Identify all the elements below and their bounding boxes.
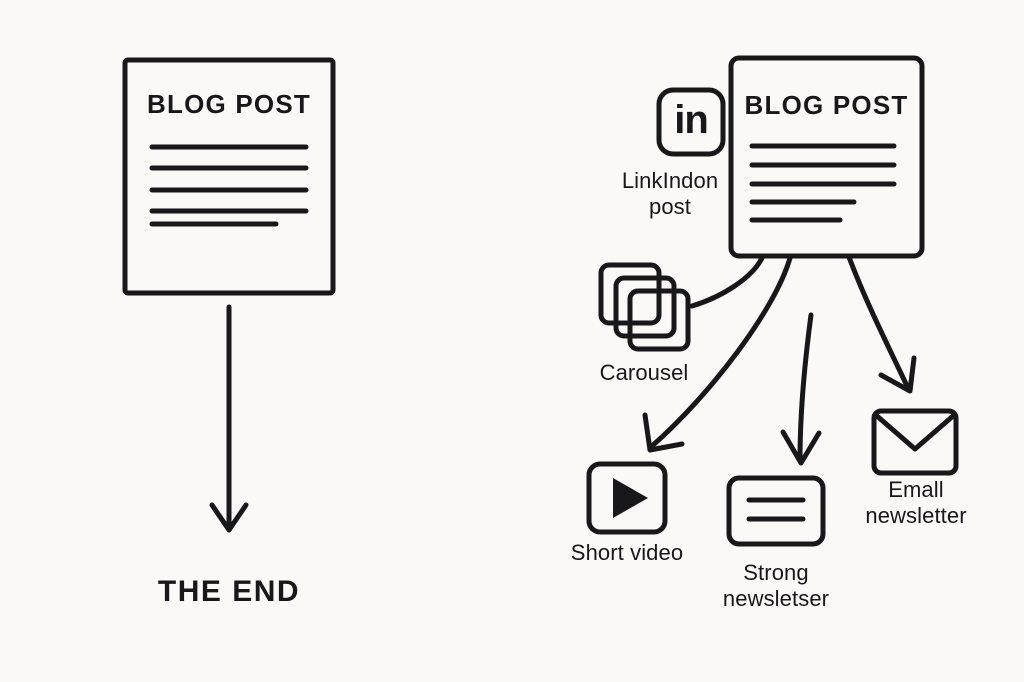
label-strong-newsletter: Strong newsletser (722, 560, 830, 611)
label-carousel: Carousel (599, 360, 689, 385)
arrow-to-carousel (689, 255, 765, 309)
left-document-title: BLOG POST (147, 89, 311, 119)
the-end-caption: THE END (157, 575, 301, 608)
right-document-text-lines (749, 143, 897, 223)
envelope-icon (871, 408, 959, 476)
label-short-video: Short video (570, 540, 684, 565)
connector-arrows (642, 254, 917, 466)
label-email-newsletter: Emall newsletter (865, 477, 967, 528)
right-blog-post-document (728, 55, 925, 259)
arrow-to-short-video (642, 255, 793, 453)
linkedin-icon (656, 87, 726, 157)
left-document-text-lines (149, 144, 309, 227)
linkedin-in-glyph: in (674, 98, 709, 142)
carousel-stack-icon (598, 262, 691, 352)
label-linkedin-post: LinkIndon post (621, 168, 719, 219)
left-blog-post-document (122, 57, 336, 296)
arrow-to-email-newsletter (846, 254, 917, 394)
arrow-to-strong-newsletter (780, 312, 822, 466)
newsletter-lines-icon (726, 475, 826, 547)
right-document-title: BLOG POST (744, 90, 909, 120)
left-down-arrow (209, 304, 249, 533)
play-video-icon (586, 461, 668, 535)
